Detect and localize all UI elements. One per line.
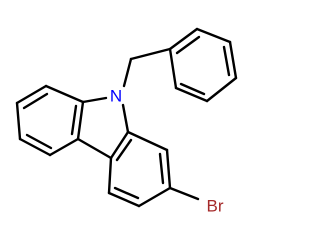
bond-p5-p6-inner: [179, 82, 206, 96]
bond-c11-c12-inner: [113, 186, 140, 200]
bond-c1-n: [81, 96, 108, 104]
bond-c12-c8: [107, 156, 113, 195]
bond-c11-c12: [107, 191, 141, 208]
bond-c2-c3: [15, 84, 48, 105]
bond-p1-p2-inner: [175, 35, 201, 55]
bond-c10-c11: [137, 186, 172, 208]
atom-label-layer: N Br: [110, 86, 224, 215]
bond-c9-c10: [165, 148, 172, 190]
bond-c8-c7-inner: [115, 138, 133, 162]
bond-p6-p1: [168, 47, 178, 90]
bond-c2-c3-inner: [22, 92, 49, 110]
bond-c5-c6: [48, 137, 80, 157]
bond-c7-c9: [126, 130, 169, 152]
bond-c8-c6: [76, 137, 113, 160]
bond-c1-c2: [44, 84, 85, 104]
bromine-atom-label: Br: [207, 196, 224, 215]
bond-p2-p3: [195, 27, 232, 44]
bond-p1-p2: [168, 27, 199, 51]
bond-n-c7: [121, 103, 130, 134]
bond-p3-p4-inner: [222, 45, 231, 77]
structure-canvas: N Br: [15, 27, 238, 216]
bond-c3-c4: [15, 101, 22, 141]
bond-p3-p4: [228, 40, 238, 80]
molecule-structure: N Br: [15, 27, 238, 215]
bond-c6-c1-inner: [70, 104, 78, 136]
bond-c4-c5-inner: [25, 133, 53, 150]
bond-c7-c8: [109, 130, 130, 160]
nitrogen-atom-label: N: [110, 86, 122, 105]
bond-ch2-ph: [129, 47, 172, 61]
bond-c4-c5: [18, 137, 52, 157]
bond-c6-c1: [76, 100, 85, 141]
bond-c9-c10-inner: [158, 152, 165, 185]
bond-p4-p5: [205, 76, 238, 103]
bond-p5-p6: [174, 86, 209, 103]
bond-n-ch2: [122, 57, 133, 88]
bond-layer: [15, 27, 238, 208]
bond-c10-br: [168, 186, 200, 201]
